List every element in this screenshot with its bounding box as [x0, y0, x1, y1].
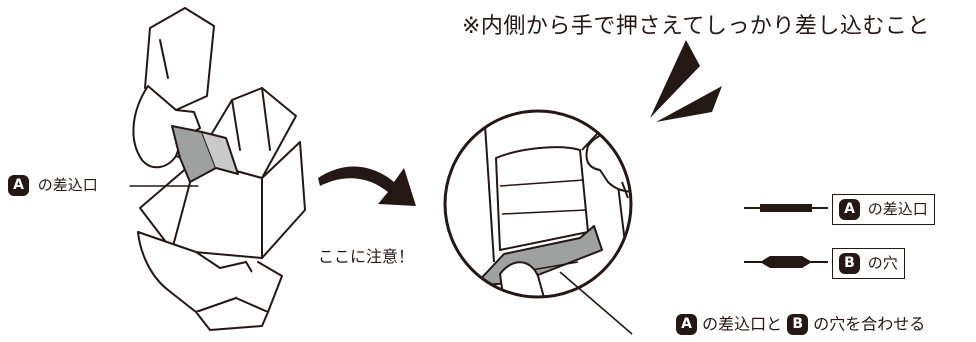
legend-hole-b-text: の穴 — [867, 254, 898, 272]
badge-a: A — [8, 175, 29, 196]
instruction-note: ※内側から手で押さえてしっかり差し込むこと — [462, 14, 930, 39]
alignment-caption: A の差込口と B の穴を合わせる — [676, 314, 925, 335]
caption-part1: の差込口と — [702, 314, 783, 334]
slot-a-callout: A の差込口 — [8, 175, 98, 196]
curved-arrow — [318, 166, 416, 206]
upper-sleeve — [144, 7, 215, 111]
legend-slot-a-text: の差込口 — [867, 200, 928, 218]
tab-a — [171, 125, 217, 183]
lower-hand — [137, 231, 259, 313]
emphasis-wedge-2 — [656, 86, 722, 122]
caption-part2: の穴を合わせる — [813, 314, 926, 334]
legend-slot-a: A の差込口 — [832, 194, 935, 225]
emphasis-wedge-1 — [650, 40, 700, 118]
caption-badge-a: A — [676, 314, 697, 335]
legend-hole-b: B の穴 — [832, 248, 905, 279]
finger-bottom — [499, 261, 549, 297]
zoom-circle — [443, 109, 633, 335]
slot-a-callout-text: の差込口 — [37, 176, 98, 194]
slot-symbol — [744, 204, 828, 212]
caption-badge-b: B — [787, 314, 809, 335]
inner-flap — [495, 146, 589, 251]
legend-badge-a: A — [839, 199, 860, 220]
hole-symbol — [744, 256, 828, 268]
caution-label: ここに注意！ — [318, 247, 415, 266]
box-assembly-figure — [129, 7, 306, 331]
legend-badge-b: B — [839, 253, 860, 274]
